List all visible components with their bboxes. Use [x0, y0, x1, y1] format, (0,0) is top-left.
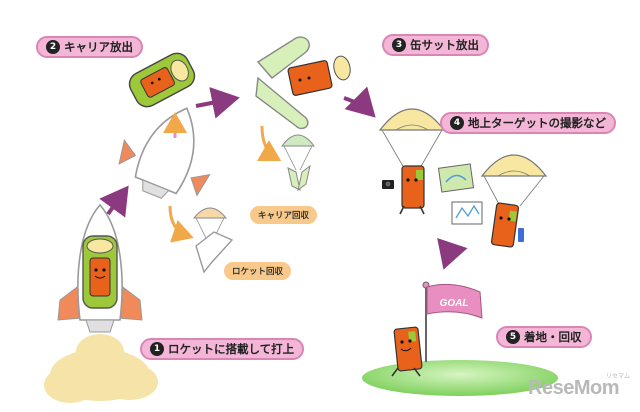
arrow-eject-to-release — [195, 87, 240, 119]
step-2-number: 2 — [46, 40, 60, 54]
cansat-parachute-2 — [480, 154, 548, 248]
step-5-number: 5 — [506, 330, 520, 344]
step-3-number: 3 — [392, 38, 406, 52]
step-2-label: キャリア放出 — [64, 40, 133, 54]
arrow-release-to-descent — [343, 86, 376, 118]
carrier-recovery-parachute — [281, 134, 315, 192]
step-5-label: 着地・回収 — [524, 330, 582, 344]
exhaust-cloud — [44, 334, 158, 403]
cansat-parachute-1 — [378, 108, 446, 215]
flight-path-arrows — [99, 86, 468, 270]
resemom-logo-kana: リセマム — [606, 373, 631, 380]
launch-rocket — [57, 203, 143, 333]
ground-target-graph — [451, 201, 483, 225]
carrier-recovery-label: キャリア回収 — [250, 206, 318, 224]
step-4-label: 地上ターゲットの撮影など — [468, 116, 606, 130]
step-1-label: ロケットに搭載して打上 — [168, 342, 295, 356]
ground-target-map — [437, 163, 475, 193]
rocket-recovery-parachute — [192, 207, 234, 274]
step-5-callout: 5 着地・回収 — [496, 326, 592, 348]
carrier-opened — [255, 36, 351, 130]
step-1-number: 1 — [150, 342, 164, 356]
step-3-callout: 3 缶サット放出 — [382, 34, 489, 56]
arrow-descent-to-landing — [437, 237, 468, 270]
step-2-callout: 2 キャリア放出 — [36, 36, 143, 58]
goal-flag: GOAL — [422, 281, 483, 362]
carrier-capsule — [128, 52, 196, 108]
arrow-rocket-recovery — [168, 205, 194, 243]
step-3-label: 缶サット放出 — [410, 38, 479, 52]
goal-flag-text: GOAL — [440, 298, 469, 309]
step-4-number: 4 — [450, 116, 464, 130]
rocket-recovery-label: ロケット回収 — [224, 262, 292, 280]
rocket-body-flying — [118, 107, 211, 199]
step-1-callout: 1 ロケットに搭載して打上 — [140, 338, 305, 360]
resemom-logo: ReseMom — [528, 377, 619, 399]
arrow-launch-to-eject — [99, 185, 129, 218]
arrow-carrier-recovery — [257, 125, 282, 161]
recovery-arrows — [168, 125, 282, 243]
cansat-landed — [391, 326, 423, 377]
step-4-callout: 4 地上ターゲットの撮影など — [440, 112, 616, 134]
